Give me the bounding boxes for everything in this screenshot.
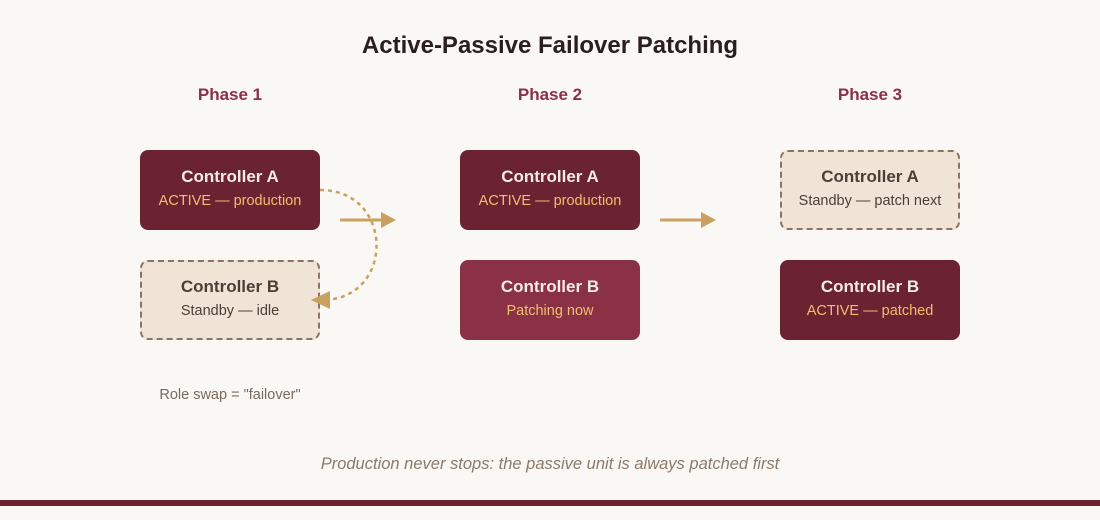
- controller-status: ACTIVE — production: [478, 193, 622, 209]
- controller-name: Controller A: [501, 167, 599, 186]
- controller-status: ACTIVE — production: [158, 193, 302, 209]
- controller-name: Controller A: [821, 167, 919, 186]
- phase-1-label: Phase 1: [197, 85, 263, 104]
- role-swap-arrowhead: [311, 291, 330, 309]
- controller-status: ACTIVE — patched: [806, 303, 934, 319]
- phase-2-to-3-arrowhead: [701, 212, 716, 228]
- phase-1-controller-a: Controller A ACTIVE — production: [140, 150, 320, 230]
- bottom-bar: [0, 500, 1100, 506]
- phase-3-controller-b: Controller B ACTIVE — patched: [780, 260, 960, 340]
- controller-status: Patching now: [506, 303, 594, 319]
- controller-name: Controller B: [820, 277, 920, 296]
- role-swap-curve: [319, 188, 378, 302]
- phase-2-controller-b: Controller B Patching now: [460, 260, 640, 340]
- phase-1-controller-b: Controller B Standby — idle: [140, 260, 320, 340]
- footer-caption: Production never stops: the passive unit…: [320, 455, 780, 473]
- controller-name: Controller B: [180, 277, 280, 296]
- diagram-title: Active-Passive Failover Patching: [361, 32, 739, 59]
- role-swap-note: Role swap = "failover": [159, 387, 301, 403]
- controller-status: Standby — patch next: [798, 193, 942, 209]
- controller-name: Controller B: [500, 277, 600, 296]
- controller-name: Controller A: [181, 167, 279, 186]
- phase-2-controller-a: Controller A ACTIVE — production: [460, 150, 640, 230]
- phase-2-label: Phase 2: [517, 85, 583, 104]
- phase-3-controller-a: Controller A Standby — patch next: [780, 150, 960, 230]
- phase-1-to-2-arrowhead: [381, 212, 396, 228]
- controller-status: Standby — idle: [180, 303, 280, 319]
- phase-3-label: Phase 3: [837, 85, 903, 104]
